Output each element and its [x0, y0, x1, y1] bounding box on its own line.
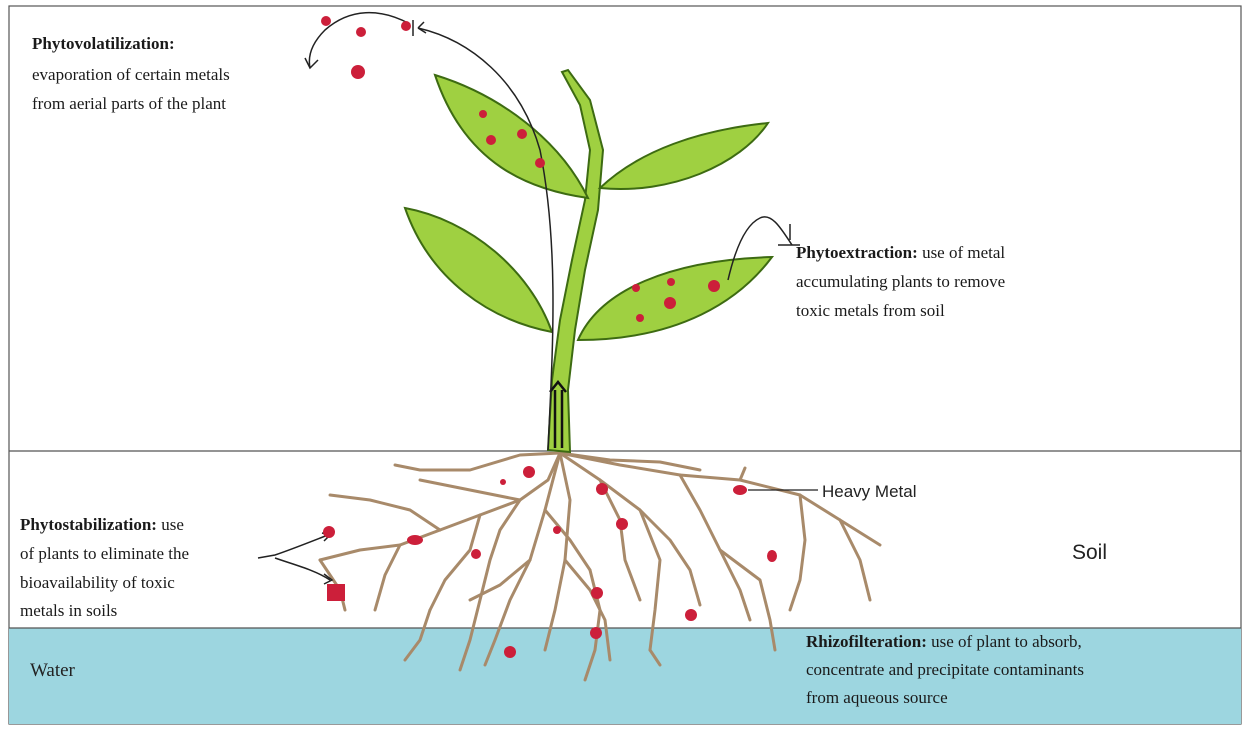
metal-particle [708, 280, 720, 292]
metal-particle [351, 65, 365, 79]
phytostabilization-line-4: metals in soils [20, 601, 117, 620]
phytoextraction-line-3: toxic metals from soil [796, 301, 945, 320]
phytoextraction-line-2: accumulating plants to remove [796, 272, 1005, 291]
metal-particle [479, 110, 487, 118]
metal-particle [685, 609, 697, 621]
phytostabilization-term: Phytostabilization: [20, 515, 157, 534]
metal-particle [590, 627, 602, 639]
phytovolatilization-line-2: from aerial parts of the plant [32, 94, 226, 113]
metal-particle [767, 550, 777, 562]
metal-particle [664, 297, 676, 309]
metal-particle [471, 549, 481, 559]
metal-particle [591, 587, 603, 599]
metal-particle [523, 466, 535, 478]
rhizofilteration-line-3: from aqueous source [806, 688, 948, 707]
phytoextraction-term: Phytoextraction: [796, 243, 918, 262]
metal-particle [407, 535, 423, 545]
phytoextraction-line-1-rest: use of metal [918, 243, 1006, 262]
metal-particle [553, 526, 561, 534]
metal-particle [733, 485, 747, 495]
rhizofilteration-line-1: Rhizofilteration: use of plant to absorb… [806, 632, 1082, 651]
phytovolatilization-term: Phytovolatilization: [32, 34, 175, 53]
metal-particle [535, 158, 545, 168]
phytoextraction-line-1: Phytoextraction: use of metal [796, 243, 1005, 262]
soil-label: Soil [1072, 541, 1107, 564]
heavy-metal-label: Heavy Metal [822, 482, 916, 501]
metal-particle [500, 479, 506, 485]
metal-particle [636, 314, 644, 322]
phytostabilization-line-3: bioavailability of toxic [20, 573, 175, 592]
metal-particle [504, 646, 516, 658]
phytostabilization-line-2: of plants to eliminate the [20, 544, 189, 563]
metal-particle [632, 284, 640, 292]
phytovolatilization-line-1: evaporation of certain metals [32, 65, 230, 84]
metal-particle [323, 526, 335, 538]
metal-particle [616, 518, 628, 530]
metal-particle [356, 27, 366, 37]
water-label: Water [30, 660, 76, 681]
metal-particle [667, 278, 675, 286]
metal-particle [486, 135, 496, 145]
metal-particle [321, 16, 331, 26]
rhizofilteration-term: Rhizofilteration: [806, 632, 927, 651]
phytostabilization-line-1-rest: use [157, 515, 184, 534]
stabilized-metal-square [327, 584, 345, 601]
metal-particle [596, 483, 608, 495]
metal-particle [401, 21, 411, 31]
metal-particle [517, 129, 527, 139]
rhizofilteration-line-1-rest: use of plant to absorb, [927, 632, 1082, 651]
phytostabilization-line-1: Phytostabilization: use [20, 515, 184, 534]
rhizofilteration-line-2: concentrate and precipitate contaminants [806, 660, 1084, 679]
diagram-frame [9, 6, 1241, 724]
